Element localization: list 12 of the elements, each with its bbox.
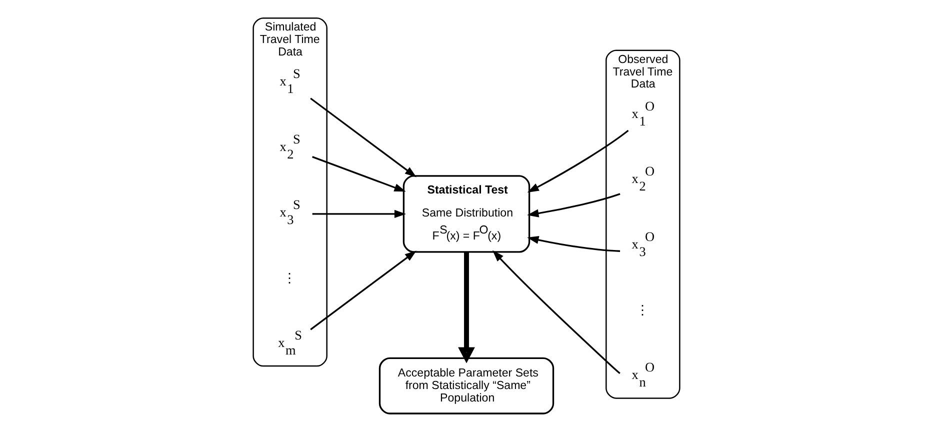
arrow	[458, 252, 475, 364]
arrow	[527, 130, 629, 193]
arrow	[527, 193, 620, 218]
arrow	[312, 210, 406, 218]
label: ⋮	[636, 302, 650, 318]
arrow	[312, 156, 406, 192]
node-box: Acceptable Parameter Sets from Statistically “Same” Population	[378, 357, 554, 414]
arrow	[492, 250, 620, 374]
label: ⋮	[283, 270, 296, 286]
arrow	[310, 250, 417, 330]
arrow	[310, 98, 417, 178]
arrow	[527, 236, 620, 252]
